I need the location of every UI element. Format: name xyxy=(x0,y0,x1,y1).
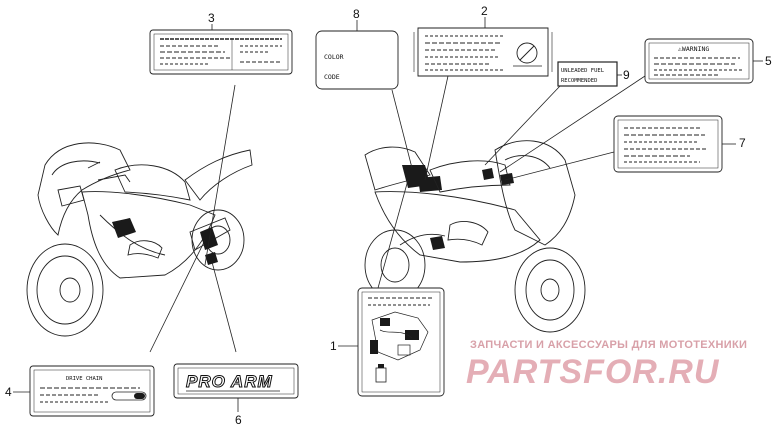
callout-3: 3 xyxy=(208,11,215,25)
label-6-pro-arm: PRO ARM xyxy=(173,363,299,399)
label-9-unleaded-fuel: UNLEADED FUEL RECOMMENDED xyxy=(557,61,618,87)
callout-8: 8 xyxy=(353,7,360,21)
label-1 xyxy=(357,287,445,397)
label-3 xyxy=(149,29,293,75)
callout-9: 9 xyxy=(623,68,630,82)
watermark: ЗАПЧАСТИ И АКСЕССУАРЫ ДЛЯ МОТОТЕХНИКИ PA… xyxy=(466,339,747,391)
label-8-color-code: COLOR CODE xyxy=(315,30,399,90)
watermark-logo: PARTSFOR.RU xyxy=(466,353,720,391)
callout-2: 2 xyxy=(481,4,488,18)
label-4-drive-chain: DRIVE CHAIN xyxy=(29,365,155,417)
label-5-warning: ⚠WARNING xyxy=(644,38,754,84)
callout-5: 5 xyxy=(765,54,772,68)
code-text: CODE xyxy=(324,73,340,81)
drive-chain-title: DRIVE CHAIN xyxy=(66,376,102,382)
watermark-tagline: ЗАПЧАСТИ И АКСЕССУАРЫ ДЛЯ МОТОТЕХНИКИ xyxy=(470,339,747,351)
label-7 xyxy=(613,115,723,173)
warning-title: ⚠WARNING xyxy=(677,45,709,53)
unleaded-fuel-text: UNLEADED FUEL xyxy=(561,68,605,74)
motorcycle-left-view xyxy=(26,142,253,337)
callout-1: 1 xyxy=(330,339,337,353)
callout-4: 4 xyxy=(5,385,12,399)
callout-6: 6 xyxy=(235,413,242,427)
callout-7: 7 xyxy=(739,136,746,150)
recommended-text: RECOMMENDED xyxy=(561,78,597,84)
motorcycle-right-view xyxy=(364,140,586,333)
label-2 xyxy=(413,27,553,77)
color-text: COLOR xyxy=(324,53,344,61)
pro-arm-text: PRO ARM xyxy=(186,372,273,391)
